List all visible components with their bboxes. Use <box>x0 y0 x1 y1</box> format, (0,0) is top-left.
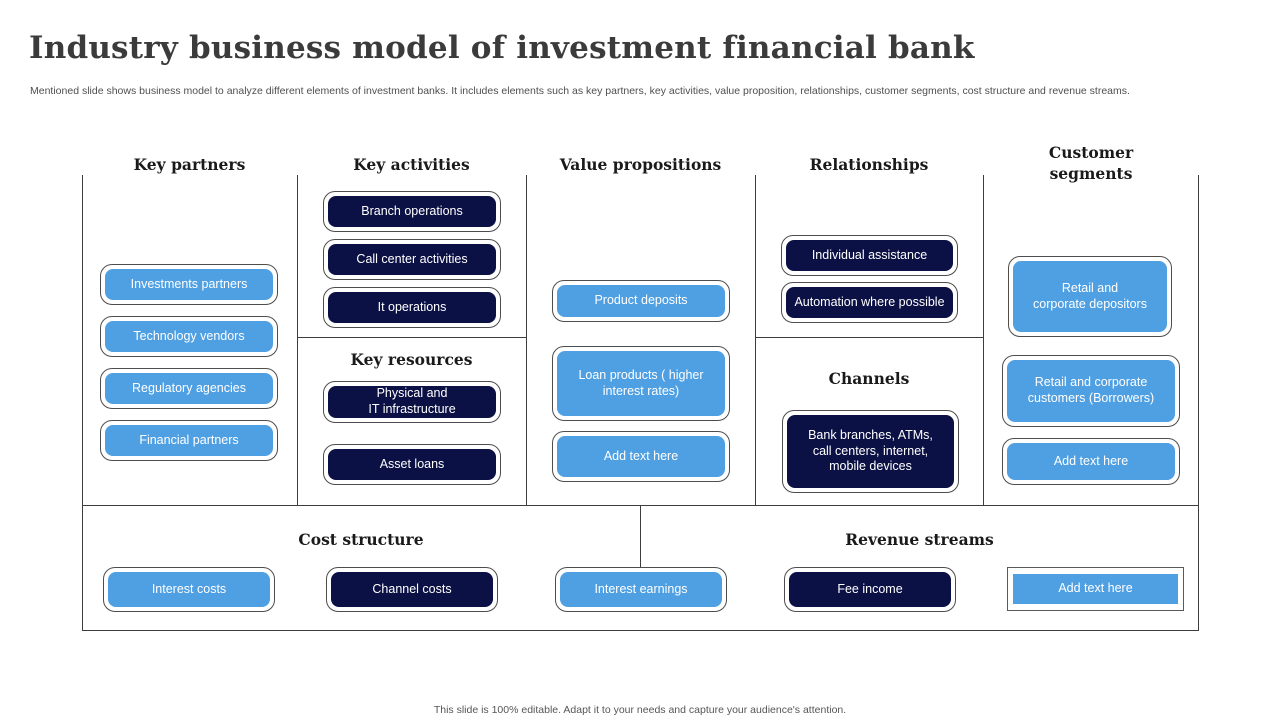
financial-partners-box[interactable]: Financial partners <box>100 420 278 461</box>
interest-earnings-label: Interest earnings <box>560 572 722 607</box>
it-operations-label: It operations <box>328 292 496 323</box>
regulatory-agencies-box[interactable]: Regulatory agencies <box>100 368 278 409</box>
loan-products-label: Loan products ( higher interest rates) <box>557 351 725 416</box>
retail-corporate-depositors-label: Retail and corporate depositors <box>1013 261 1167 332</box>
grid-divider-key-resources <box>297 337 526 338</box>
branch-operations-box[interactable]: Branch operations <box>323 191 501 232</box>
retail-corporate-customers-box[interactable]: Retail and corporate customers (Borrower… <box>1002 355 1180 427</box>
revenue-streams-add-text-box[interactable]: Add text here <box>1007 567 1184 611</box>
grid-bottom-border <box>82 630 1199 631</box>
fee-income-box[interactable]: Fee income <box>784 567 956 612</box>
page-subtitle: Mentioned slide shows business model to … <box>30 85 1130 97</box>
value-prop-add-text-label: Add text here <box>557 436 725 477</box>
physical-it-infrastructure-box[interactable]: Physical and IT infrastructure <box>323 381 501 423</box>
retail-corporate-depositors-box[interactable]: Retail and corporate depositors <box>1008 256 1172 337</box>
interest-costs-box[interactable]: Interest costs <box>103 567 275 612</box>
relationships-header: Relationships <box>809 155 929 174</box>
retail-corporate-customers-label: Retail and corporate customers (Borrower… <box>1007 360 1175 422</box>
channels-header: Channels <box>828 369 910 388</box>
asset-loans-box[interactable]: Asset loans <box>323 444 501 485</box>
key-activities-header: Key activities <box>353 155 470 174</box>
revenue-streams-add-text-label: Add text here <box>1013 574 1178 604</box>
revenue-streams-header: Revenue streams <box>845 530 994 549</box>
cost-structure-header: Cost structure <box>298 530 424 549</box>
technology-vendors-box[interactable]: Technology vendors <box>100 316 278 357</box>
interest-earnings-box[interactable]: Interest earnings <box>555 567 727 612</box>
bank-channels-label: Bank branches, ATMs, call centers, inter… <box>787 415 954 488</box>
grid-divider-channels <box>755 337 984 338</box>
loan-products-box[interactable]: Loan products ( higher interest rates) <box>552 346 730 421</box>
footer-note: This slide is 100% editable. Adapt it to… <box>433 704 847 716</box>
branch-operations-label: Branch operations <box>328 196 496 227</box>
automation-where-possible-label: Automation where possible <box>786 287 953 318</box>
bank-channels-box[interactable]: Bank branches, ATMs, call centers, inter… <box>782 410 959 493</box>
automation-where-possible-box[interactable]: Automation where possible <box>781 282 958 323</box>
channel-costs-label: Channel costs <box>331 572 493 607</box>
customer-segments-header: Customer segments <box>1048 143 1134 183</box>
grid-divider-col1-col2 <box>297 175 298 505</box>
technology-vendors-label: Technology vendors <box>105 321 273 352</box>
investments-partners-box[interactable]: Investments partners <box>100 264 278 305</box>
call-center-activities-label: Call center activities <box>328 244 496 275</box>
it-operations-box[interactable]: It operations <box>323 287 501 328</box>
asset-loans-label: Asset loans <box>328 449 496 480</box>
investments-partners-label: Investments partners <box>105 269 273 300</box>
fee-income-label: Fee income <box>789 572 951 607</box>
page-title: Industry business model of investment fi… <box>29 30 975 66</box>
key-resources-header: Key resources <box>350 350 473 369</box>
grid-divider-col2-col3 <box>526 175 527 505</box>
customer-segments-add-text-label: Add text here <box>1007 443 1175 480</box>
product-deposits-box[interactable]: Product deposits <box>552 280 730 322</box>
key-partners-header: Key partners <box>133 155 246 174</box>
grid-right-border <box>1198 175 1199 630</box>
regulatory-agencies-label: Regulatory agencies <box>105 373 273 404</box>
physical-it-infrastructure-label: Physical and IT infrastructure <box>328 386 496 418</box>
interest-costs-label: Interest costs <box>108 572 270 607</box>
grid-divider-col3-col4 <box>755 175 756 505</box>
value-propositions-header: Value propositions <box>559 155 722 174</box>
grid-left-border <box>82 175 83 630</box>
product-deposits-label: Product deposits <box>557 285 725 317</box>
channel-costs-box[interactable]: Channel costs <box>326 567 498 612</box>
grid-divider-cost-revenue <box>640 505 641 567</box>
customer-segments-add-text-box[interactable]: Add text here <box>1002 438 1180 485</box>
individual-assistance-label: Individual assistance <box>786 240 953 271</box>
grid-divider-col4-col5 <box>983 175 984 505</box>
financial-partners-label: Financial partners <box>105 425 273 456</box>
individual-assistance-box[interactable]: Individual assistance <box>781 235 958 276</box>
value-prop-add-text-box[interactable]: Add text here <box>552 431 730 482</box>
call-center-activities-box[interactable]: Call center activities <box>323 239 501 280</box>
